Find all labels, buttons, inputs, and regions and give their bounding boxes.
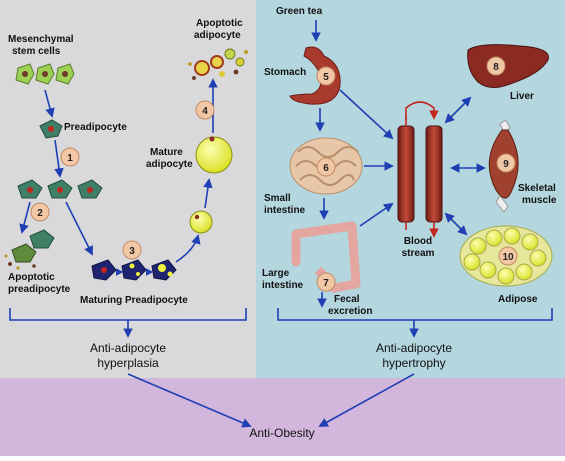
stomach-label: Stomach <box>264 67 306 78</box>
skeletal-label-1: Skeletal <box>518 183 556 194</box>
liver-organ <box>467 44 549 88</box>
blood-vessels <box>397 101 443 238</box>
apoptotic-adipocyte-label-2: adipocyte <box>194 30 241 41</box>
maturing-preadipocyte-cells <box>91 259 177 281</box>
arrow-to-apoptotic-pre <box>19 201 31 234</box>
step-1-number: 1 <box>67 153 73 164</box>
preadipocyte-label: Preadipocyte <box>64 122 127 133</box>
step-8-badge <box>486 56 506 76</box>
adipose-organ <box>459 225 553 287</box>
small-intestine-label-2: intestine <box>264 205 306 216</box>
step-7-number: 7 <box>323 278 329 289</box>
large-intestine-label-2: intestine <box>262 280 304 291</box>
step-6-number: 6 <box>323 163 329 174</box>
fecal-label-2: excretion <box>328 306 372 317</box>
step-8-number: 8 <box>493 62 499 73</box>
skeletal-label-2: muscle <box>522 195 557 206</box>
adipose-label: Adipose <box>498 294 538 305</box>
apoptotic-preadipocyte-cells <box>4 229 55 270</box>
mature-label-1: Mature <box>150 147 183 158</box>
step-10-number: 10 <box>502 252 514 263</box>
arrow-large-to-blood <box>359 202 394 227</box>
arrow-stem-to-pre <box>44 89 55 118</box>
arrow-blood-adipose <box>444 212 468 236</box>
arrow-to-maturing <box>65 201 93 256</box>
step-3-badge <box>122 240 142 260</box>
bottom-panel <box>0 378 565 456</box>
hypertrophy-line-1: Anti-adipocyte <box>376 341 452 355</box>
hyperplasia-line-1: Anti-adipocyte <box>90 341 166 355</box>
apoptotic-adipocyte-cells <box>188 48 248 80</box>
arrow-hyperplasia-to-obesity <box>127 373 252 428</box>
right-bracket <box>277 308 553 321</box>
arrow-stomach-to-blood <box>339 89 394 140</box>
step-2-number: 2 <box>37 208 43 219</box>
arrow-pre-to-multiply <box>54 139 64 178</box>
large-intestine-label-1: Large <box>262 268 290 279</box>
maturing-label: Maturing Preadipocyte <box>80 295 188 306</box>
step-3-number: 3 <box>129 246 135 257</box>
mature-label-2: adipocyte <box>146 159 193 170</box>
multiplying-preadipocytes <box>17 179 103 199</box>
step-9-badge <box>496 153 516 173</box>
step-1-badge <box>60 147 80 167</box>
liver-label: Liver <box>510 91 534 102</box>
stem-cells <box>15 63 75 85</box>
apoptotic-pre-label-1: Apoptotic <box>8 272 55 283</box>
blood-label-1: Blood <box>404 236 432 247</box>
stomach-organ <box>289 46 341 105</box>
anti-obesity-label: Anti-Obesity <box>249 426 314 440</box>
small-fat-cell <box>189 210 213 234</box>
arrow-to-mature <box>203 178 213 209</box>
arrow-hypertrophy-to-obesity <box>318 373 415 427</box>
step-6-badge <box>316 157 336 177</box>
mesenchymal-label-1: Mesenchymal <box>8 34 74 45</box>
step-5-badge <box>316 66 336 86</box>
step-4-number: 4 <box>202 106 208 117</box>
arrow-to-small-fat <box>175 234 201 263</box>
step-7-badge <box>316 272 336 292</box>
small-intestine-label-1: Small <box>264 193 291 204</box>
step-9-number: 9 <box>503 159 509 170</box>
mesenchymal-label-2: stem cells <box>12 46 61 57</box>
hyperplasia-line-2: hyperplasia <box>97 356 159 370</box>
fecal-label-1: Fecal <box>334 294 360 305</box>
blood-label-2: stream <box>402 248 435 259</box>
step-2-badge <box>30 202 50 222</box>
apoptotic-adipocyte-label-1: Apoptotic <box>196 18 243 29</box>
mature-adipocyte-cell <box>195 136 233 174</box>
hypertrophy-line-2: hypertrophy <box>382 356 445 370</box>
green-tea-label-1: Green tea <box>276 6 323 17</box>
step-5-number: 5 <box>323 72 329 83</box>
arrow-blood-liver <box>444 96 472 124</box>
step-4-badge <box>195 100 215 120</box>
step-10-badge <box>498 246 518 266</box>
apoptotic-pre-label-2: preadipocyte <box>8 284 71 295</box>
